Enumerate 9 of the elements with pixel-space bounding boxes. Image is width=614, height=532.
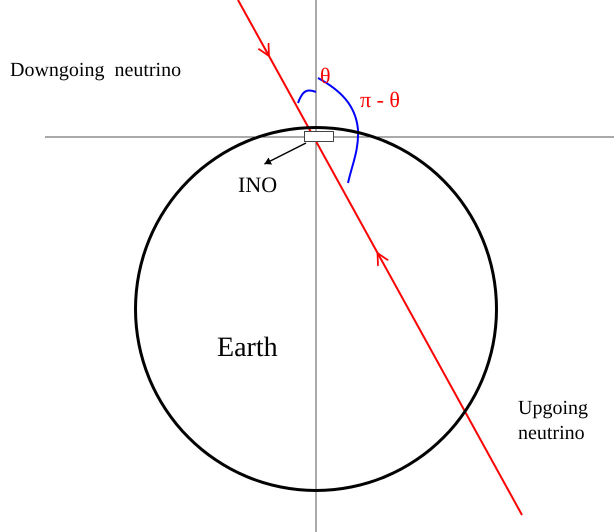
angle-label: π - θ (360, 86, 400, 114)
detector-label: INO (238, 172, 278, 198)
angle-label: θ (320, 62, 331, 90)
earth-label: Earth (217, 332, 278, 364)
detector-box (304, 131, 334, 142)
leader-arrow (264, 142, 306, 165)
direction-label: Downgoing neutrino (10, 58, 182, 83)
direction-label: Upgoing neutrino (518, 396, 589, 446)
earth-circle (134, 126, 498, 492)
